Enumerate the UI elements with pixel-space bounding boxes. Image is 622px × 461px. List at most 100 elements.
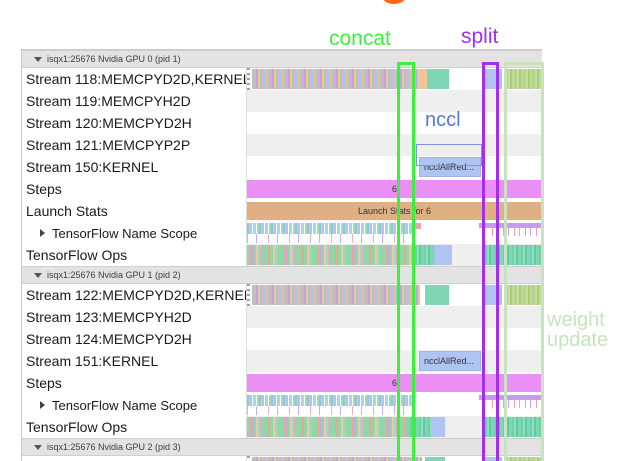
- event-block[interactable]: [425, 285, 449, 305]
- track-label: Launch Stats: [22, 200, 247, 222]
- annotation-box-split: [482, 62, 499, 461]
- chevron-right-icon[interactable]: [40, 229, 45, 237]
- lane-ticks-icon: [247, 68, 250, 90]
- step-bar-label: 6: [391, 378, 397, 388]
- group-header-label: isqx1:25676 Nvidia GPU 2 (pid 3): [47, 442, 181, 452]
- orange-marker-icon: [383, 0, 405, 4]
- track-label: TensorFlow Ops: [22, 416, 247, 438]
- track-row-tf-ops[interactable]: TensorFlow Ops: [22, 244, 542, 266]
- track-lane[interactable]: ncclAllRed...: [247, 350, 542, 372]
- track-label: Stream 119:MEMCPYH2D: [22, 90, 247, 112]
- event-block-dense[interactable]: [247, 417, 407, 437]
- chevron-down-icon[interactable]: [34, 444, 42, 450]
- event-block-dense[interactable]: [492, 228, 542, 236]
- track-row-name-scope[interactable]: TensorFlow Name Scope: [22, 222, 542, 244]
- event-block-dense[interactable]: [252, 285, 420, 305]
- event-block-dense[interactable]: [505, 69, 542, 89]
- track-lane[interactable]: [247, 306, 542, 328]
- event-block[interactable]: [479, 223, 542, 228]
- track-row[interactable]: Stream 122:MEMCPYD2D,KERNEL,MI: [22, 284, 542, 306]
- event-block-sparse[interactable]: [247, 234, 415, 243]
- track-row[interactable]: Stream 120:MEMCPYD2H: [22, 112, 542, 134]
- trace-timeline-viewer[interactable]: isqx1:25676 Nvidia GPU 0 (pid 1) Stream …: [21, 49, 542, 461]
- event-block-sparse[interactable]: [247, 406, 415, 415]
- track-lane[interactable]: [247, 68, 542, 90]
- track-label: TensorFlow Ops: [22, 244, 247, 266]
- track-label-namescope[interactable]: TensorFlow Name Scope: [22, 394, 247, 416]
- nccl-allreduce-bar[interactable]: ncclAllRed...: [419, 351, 481, 371]
- chevron-down-icon[interactable]: [34, 272, 42, 278]
- event-block[interactable]: [431, 417, 445, 437]
- annotation-box-concat: [397, 62, 415, 461]
- group-header-gpu1[interactable]: isqx1:25676 Nvidia GPU 1 (pid 2): [22, 266, 542, 284]
- annotation-label-weight-line1: weight: [547, 309, 605, 331]
- track-label: Steps: [22, 372, 247, 394]
- nccl-allreduce-bar-label: ncclAllRed...: [424, 356, 475, 366]
- track-label: TensorFlow Name Scope: [52, 397, 198, 413]
- annotation-box-weight-update: [504, 62, 544, 461]
- step-bar-label: 6: [391, 184, 397, 194]
- track-row[interactable]: Stream 123:MEMCPYH2D: [22, 306, 542, 328]
- track-label: TensorFlow Name Scope: [52, 225, 198, 241]
- track-lane[interactable]: [247, 134, 542, 156]
- annotation-label-split: split: [461, 25, 499, 48]
- track-row-launch-stats[interactable]: Launch Stats Launch Stats for 6: [22, 200, 542, 222]
- track-lane[interactable]: [247, 284, 542, 306]
- track-row[interactable]: Stream 124:MEMCPYD2H: [22, 328, 542, 350]
- event-block[interactable]: [484, 457, 502, 461]
- track-lane[interactable]: Launch Stats for 6: [247, 200, 542, 222]
- track-row[interactable]: Stream 150:KERNEL ncclAllRed...: [22, 156, 542, 178]
- track-lane[interactable]: [247, 394, 542, 416]
- track-lane[interactable]: [247, 222, 542, 244]
- chevron-right-icon[interactable]: [40, 401, 45, 409]
- track-lane[interactable]: [247, 328, 542, 350]
- launch-stats-bar[interactable]: Launch Stats for 6: [247, 202, 542, 220]
- track-label: Stream 150:KERNEL: [22, 156, 247, 178]
- event-block[interactable]: [427, 69, 449, 89]
- step-bar[interactable]: 6: [247, 374, 542, 392]
- track-row[interactable]: Stream 126:MEMCPYD2D,KERNEL,MI: [22, 456, 542, 461]
- track-lane[interactable]: [247, 244, 542, 266]
- event-block-dense[interactable]: [247, 395, 415, 406]
- event-block-dense[interactable]: [247, 245, 412, 265]
- event-block-dense[interactable]: [412, 245, 434, 265]
- track-lane[interactable]: 6: [247, 372, 542, 394]
- event-block[interactable]: [434, 245, 452, 265]
- track-lane[interactable]: 6: [247, 178, 542, 200]
- track-row[interactable]: Stream 121:MEMCPYP2P: [22, 134, 542, 156]
- event-block-dense[interactable]: [505, 457, 542, 461]
- group-header-gpu2[interactable]: isqx1:25676 Nvidia GPU 2 (pid 3): [22, 438, 542, 456]
- event-block[interactable]: [415, 223, 421, 229]
- event-block-dense[interactable]: [252, 457, 422, 461]
- track-label: Stream 124:MEMCPYD2H: [22, 328, 247, 350]
- track-row-steps[interactable]: Steps 6: [22, 178, 542, 200]
- track-label: Stream 122:MEMCPYD2D,KERNEL,MI: [22, 284, 247, 306]
- track-lane[interactable]: ncclAllRed...: [247, 156, 542, 178]
- event-block-dense[interactable]: [247, 223, 415, 234]
- event-block[interactable]: [425, 457, 445, 461]
- event-block-dense[interactable]: [505, 285, 542, 305]
- launch-stats-bar-label: Launch Stats for 6: [357, 206, 432, 216]
- track-lane[interactable]: [247, 112, 542, 134]
- group-header-label: isqx1:25676 Nvidia GPU 1 (pid 2): [47, 270, 181, 280]
- track-label: Steps: [22, 178, 247, 200]
- event-block-dense[interactable]: [252, 69, 417, 89]
- track-row-steps[interactable]: Steps 6: [22, 372, 542, 394]
- group-header-gpu0[interactable]: isqx1:25676 Nvidia GPU 0 (pid 1): [22, 50, 542, 68]
- event-block-dense[interactable]: [492, 400, 542, 408]
- track-row[interactable]: Stream 119:MEMCPYH2D: [22, 90, 542, 112]
- step-bar[interactable]: 6: [247, 180, 542, 198]
- track-row-tf-ops[interactable]: TensorFlow Ops: [22, 416, 542, 438]
- track-row[interactable]: Stream 151:KERNEL ncclAllRed...: [22, 350, 542, 372]
- track-lane[interactable]: [247, 90, 542, 112]
- event-block[interactable]: [479, 395, 542, 400]
- track-row-name-scope[interactable]: TensorFlow Name Scope: [22, 394, 542, 416]
- track-row[interactable]: Stream 118:MEMCPYD2D,KERNEL,ME: [22, 68, 542, 90]
- nccl-allreduce-bar[interactable]: ncclAllRed...: [419, 157, 481, 177]
- track-label: Stream 151:KERNEL: [22, 350, 247, 372]
- chevron-down-icon[interactable]: [34, 56, 42, 62]
- track-lane[interactable]: [247, 456, 542, 461]
- event-block[interactable]: [417, 69, 427, 89]
- track-label-namescope[interactable]: TensorFlow Name Scope: [22, 222, 247, 244]
- lane-ticks-icon: [247, 456, 250, 461]
